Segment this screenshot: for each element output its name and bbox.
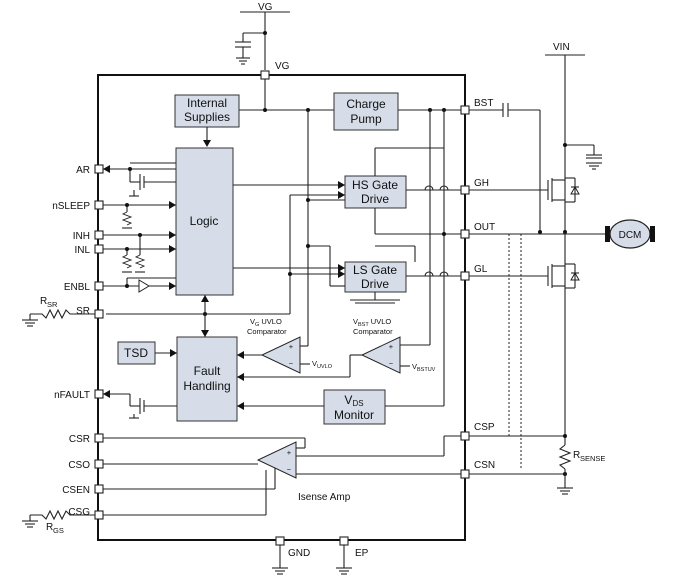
vds-monitor-block — [323, 389, 386, 425]
isense-amp-label: Isense Amp — [298, 492, 351, 503]
pin-csg-label: CSG — [68, 507, 90, 518]
pin-bst — [460, 105, 470, 115]
hs-gate-drive-line2: Drive — [361, 192, 389, 206]
pin-out-label: OUT — [474, 222, 495, 233]
pin-gh — [460, 185, 470, 195]
charge-pump-line2: Pump — [350, 112, 382, 126]
pin-gl — [460, 271, 470, 281]
logic-label: Logic — [190, 214, 219, 228]
pin-sr-label: SR — [76, 306, 90, 317]
pin-ar — [94, 164, 104, 174]
pin-nsleep-label: nSLEEP — [52, 201, 90, 212]
charge-pump-line1: Charge — [346, 97, 386, 111]
pin-csp-label: CSP — [474, 422, 495, 433]
isense-plus: + — [287, 448, 292, 457]
vin-label: VIN — [553, 42, 570, 53]
rgs-main: R — [46, 522, 53, 533]
pin-csg — [94, 510, 104, 520]
rgs-sub: GS — [53, 526, 64, 535]
vg-supply: VG — [235, 2, 290, 70]
dc-motor-label: DCM — [619, 230, 642, 241]
tsd-label: TSD — [124, 346, 148, 360]
pin-csr — [94, 433, 104, 443]
vbst-uvlo-title2: Comparator — [353, 327, 393, 336]
fault-handling-line1: Fault — [194, 364, 221, 378]
pin-csn — [460, 469, 470, 479]
power-stage: VIN — [469, 42, 655, 495]
pin-inl — [94, 244, 104, 254]
pin-inh-label: INH — [73, 231, 90, 242]
pin-gh-label: GH — [474, 178, 489, 189]
isense-amp — [256, 441, 297, 479]
pin-inh — [94, 230, 104, 240]
hs-gate-drive-line1: HS Gate — [352, 178, 398, 192]
pin-nfault-label: nFAULT — [54, 390, 90, 401]
pin-enbl-label: ENBL — [64, 282, 91, 293]
vbst-uvlo-plus: + — [389, 342, 394, 351]
pin-ep — [339, 536, 349, 546]
pin-ar-label: AR — [76, 165, 90, 176]
charge-pump-block — [333, 92, 399, 131]
pin-out — [460, 229, 470, 239]
rsr-sub: SR — [47, 300, 58, 309]
vg-supply-label: VG — [258, 2, 273, 13]
pin-cso-label: CSO — [68, 460, 90, 471]
isense-minus: − — [287, 465, 292, 474]
pin-csen — [94, 484, 104, 494]
internal-supplies-line2: Supplies — [184, 110, 230, 124]
vds-monitor-line2: Monitor — [334, 408, 374, 422]
ls-gate-drive-line1: LS Gate — [353, 263, 397, 277]
vbst-uvlo-title: VBST UVLO — [353, 317, 391, 328]
pin-bst-label: BST — [474, 98, 493, 109]
pin-vg-label: VG — [275, 61, 290, 72]
pin-gnd-label: GND — [288, 548, 310, 559]
ls-gate-drive-line2: Drive — [361, 277, 389, 291]
pin-nsleep — [94, 200, 104, 210]
vds-monitor-line1: VDS — [344, 393, 363, 408]
vg-uvlo-minus: − — [289, 359, 294, 368]
vg-uvlo-title: VG UVLO — [250, 317, 282, 328]
vg-uvlo-title2: Comparator — [247, 327, 287, 336]
pin-inl-label: INL — [74, 245, 90, 256]
vbst-uvlo-comparator — [360, 336, 401, 374]
pin-csr-label: CSR — [69, 434, 90, 445]
pin-csen-label: CSEN — [62, 485, 90, 496]
pin-vg — [260, 70, 270, 80]
vg-uvlo-comparator — [260, 336, 301, 374]
vg-uvlo-plus: + — [289, 342, 294, 351]
pin-ep-label: EP — [355, 548, 369, 559]
pin-nfault — [94, 389, 104, 399]
fault-handling-line2: Handling — [183, 379, 230, 393]
rsense-sub: SENSE — [580, 454, 605, 463]
pin-gl-label: GL — [474, 264, 488, 275]
pin-csp — [460, 431, 470, 441]
logic-block — [175, 147, 234, 296]
fault-handling-block — [176, 336, 238, 422]
ls-gate-drive-block — [344, 261, 407, 293]
pin-csn-label: CSN — [474, 460, 495, 471]
internal-supplies-line1: Internal — [187, 96, 227, 110]
rsense-main: R — [573, 450, 580, 461]
pin-enbl — [94, 281, 104, 291]
vbst-uvlo-minus: − — [389, 359, 394, 368]
vuvlo-label: VUVLO — [312, 359, 333, 370]
pin-cso — [94, 459, 104, 469]
rsr-main: R — [40, 296, 47, 307]
vbstuv-label: VBSTUV — [412, 362, 436, 373]
pin-sr — [94, 309, 104, 319]
pin-gnd — [275, 536, 285, 546]
